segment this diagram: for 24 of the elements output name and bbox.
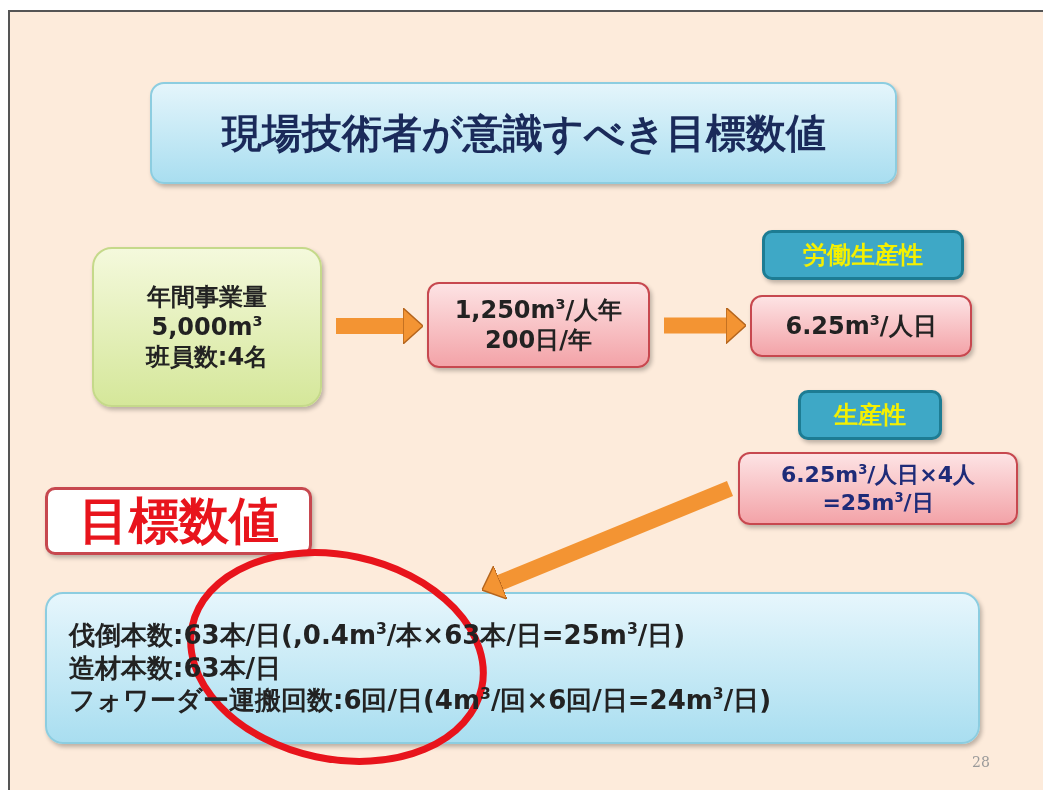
block-arrow	[664, 306, 747, 345]
value-text: 班員数:4名	[145, 342, 269, 372]
heading-tag	[798, 390, 942, 440]
value-text: 200日/年	[485, 325, 592, 355]
value-text: =25m$^{3}$/日	[822, 488, 934, 516]
value-text: 1,250m$^{3}$/人年	[454, 295, 623, 325]
heading-text: 目標数値	[78, 490, 279, 552]
value-text: 年間事業量	[147, 282, 267, 312]
target-box	[45, 592, 980, 744]
title-banner: 現場技術者が意識すべき目標数値	[150, 82, 897, 184]
page-number: 28	[972, 754, 990, 770]
heading-text: 労働生産性	[803, 240, 923, 270]
block-arrow	[336, 307, 424, 345]
volume-box	[92, 247, 322, 407]
heading-text: 生産性	[834, 400, 906, 430]
heading-tag	[45, 487, 312, 555]
value-text: 6.25m$^{3}$/人日	[785, 311, 937, 341]
result-box	[750, 295, 972, 357]
result-box	[738, 452, 1018, 525]
heading-tag	[762, 230, 964, 280]
value-text: 5,000m$^{3}$	[151, 312, 263, 342]
rate-box	[427, 282, 650, 368]
block-arrow	[481, 481, 734, 600]
value-text: 6.25m$^{3}$/人日×4人	[780, 461, 976, 489]
